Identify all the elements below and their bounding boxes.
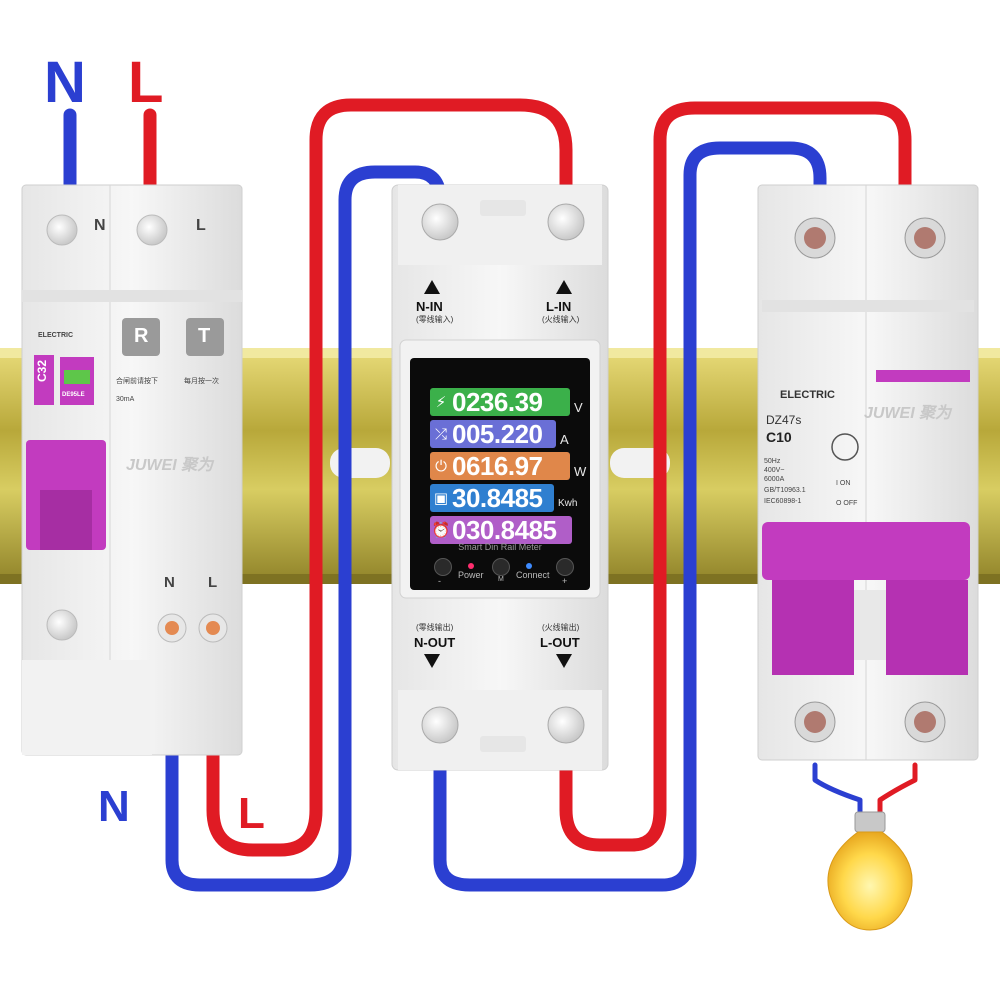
rcbo-brand: ELECTRIC — [38, 332, 73, 339]
plus-button[interactable] — [556, 558, 574, 576]
rcbo-rating: C32 — [35, 360, 49, 383]
rcbo-bottom-l: L — [208, 574, 218, 591]
light-bulb — [827, 811, 913, 931]
rcbo-terminal-l: L — [196, 217, 206, 234]
meter-screw-l-in — [547, 203, 585, 241]
time-row: ⏰ 030.8485 — [430, 514, 572, 545]
rcbo-terminal-n: N — [94, 217, 106, 234]
meter-title: Smart Din Rail Meter — [458, 542, 542, 552]
minus-button[interactable] — [434, 558, 452, 576]
meter-screw-l-out — [547, 706, 585, 744]
meter-n-in-sub: (零线输入) — [416, 315, 454, 324]
alarm-icon: ⏰ — [431, 521, 451, 539]
rcbo-t-label: T — [198, 325, 211, 347]
rcbo-breaker — [21, 184, 243, 756]
meter-screw-n-in — [421, 203, 459, 241]
mcb-spec-3: 6000A — [764, 476, 785, 483]
meter-l-in-label: L-IN — [546, 299, 572, 314]
meter-n-in-label: N-IN — [416, 299, 443, 314]
power-value: 0616.97 — [452, 450, 543, 481]
bottom-neutral-label: N — [98, 782, 130, 831]
rcbo-trip-current: 30mA — [116, 396, 135, 403]
mcb-spec-1: 50Hz — [764, 458, 781, 465]
energy-unit: Kwh — [558, 498, 578, 509]
power-unit: W — [574, 464, 587, 479]
current-unit: A — [560, 432, 569, 447]
plus-label: + — [562, 576, 568, 586]
mcb-rating: C10 — [766, 429, 792, 445]
rcbo-note-right: 每月按一次 — [184, 378, 219, 385]
power-row: ⏻ 0616.97 — [430, 450, 570, 481]
top-neutral-label: N — [44, 50, 86, 115]
rcbo-t-button — [186, 318, 224, 356]
meter-screw-n-out — [421, 706, 459, 744]
voltage-value: 0236.39 — [452, 386, 543, 417]
voltage-row: ⚡ 0236.39 — [430, 386, 570, 417]
voltage-unit: V — [574, 400, 583, 415]
m-label: M — [498, 576, 504, 583]
mcb-spec-5: IEC60898-1 — [764, 498, 802, 505]
mcb-handle — [762, 522, 970, 580]
power-icon: ⏻ — [435, 457, 447, 475]
rcbo-r-button — [122, 318, 160, 356]
energy-icon: ▣ — [433, 489, 449, 507]
meter-l-in-sub: (火线输入) — [542, 315, 580, 324]
meter-n-out-label: N-OUT — [414, 635, 456, 650]
mcb-spec-2: 400V~ — [764, 467, 785, 474]
mcb-off-label: O OFF — [836, 500, 858, 507]
meter-display: ⚡ 0236.39 V ⤮ 005.220 A ⏻ 0616.97 W ▣ 30… — [410, 358, 590, 590]
current-row: ⤮ 005.220 — [430, 418, 556, 449]
time-value: 030.8485 — [452, 514, 557, 545]
bottom-live-label: L — [238, 789, 265, 838]
mcb-model: DZ47s — [766, 413, 802, 427]
meter-n-out-sub: (零线输出) — [416, 623, 454, 632]
rcbo-logo: JUWEI 聚为 — [126, 457, 214, 474]
meter-l-out-label: L-OUT — [540, 635, 580, 650]
m-button[interactable] — [492, 558, 510, 576]
lightning-icon: ⚡ — [435, 393, 447, 411]
current-value: 005.220 — [452, 418, 543, 449]
wires — [63, 98, 918, 892]
energy-row: ▣ 30.8485 — [430, 482, 554, 513]
energy-value: 30.8485 — [452, 482, 543, 513]
shuffle-icon: ⤮ — [434, 425, 447, 443]
rcbo-note-left: 合闸前请按下 — [116, 378, 158, 385]
minus-label: - — [438, 576, 441, 586]
power-led — [468, 563, 474, 569]
rcbo-screw-l — [136, 214, 168, 246]
mcb-breaker — [757, 184, 979, 761]
mcb-logo: JUWEI 聚为 — [864, 405, 952, 422]
top-live-label: L — [128, 50, 164, 115]
rcbo-r-label: R — [134, 325, 149, 347]
power-label: Power — [458, 570, 484, 580]
mcb-on-label: I ON — [836, 480, 851, 487]
rcbo-model: DE95LE — [62, 392, 85, 398]
mcb-spec-4: GB/T10963.1 — [764, 487, 806, 494]
connect-led — [526, 563, 532, 569]
mcb-brand: ELECTRIC — [780, 389, 835, 401]
rcbo-bottom-n: N — [164, 574, 175, 591]
connect-label: Connect — [516, 570, 550, 580]
meter-l-out-sub: (火线输出) — [542, 623, 580, 632]
rcbo-screw-n — [46, 214, 78, 246]
